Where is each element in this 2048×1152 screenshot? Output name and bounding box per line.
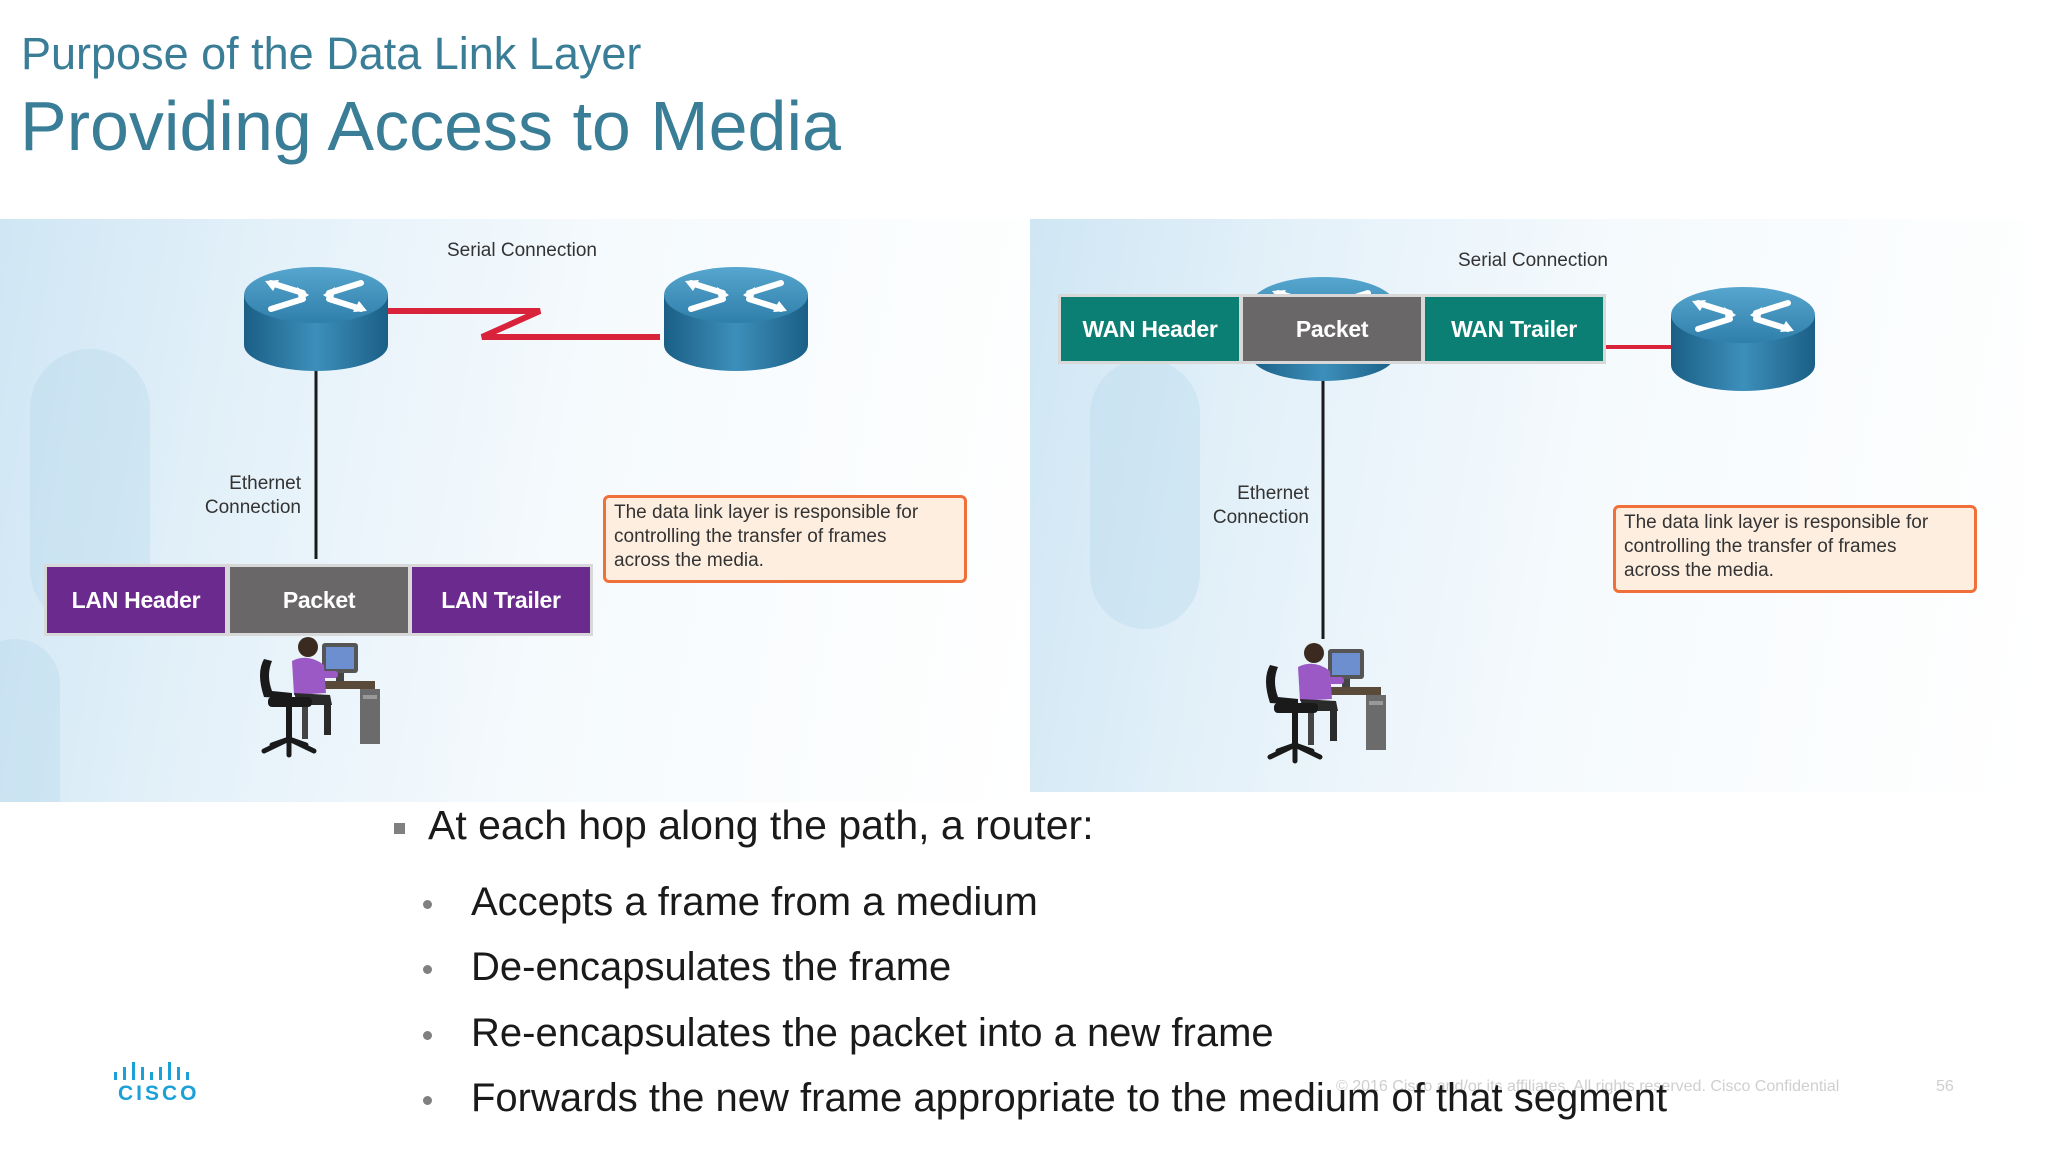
dot-bullet-icon	[423, 1096, 432, 1105]
callout-line: across the media.	[1624, 560, 1774, 581]
slide-title: Providing Access to Media	[20, 87, 841, 165]
left-links	[314, 308, 660, 559]
lan-trailer-segment: LAN Trailer	[409, 564, 593, 636]
copyright-notice: © 2016 Cisco and/or its affiliates. All …	[1336, 1078, 1840, 1095]
data-link-callout: The data link layer is responsible for c…	[603, 495, 967, 583]
callout-line: controlling the transfer of frames	[1624, 536, 1897, 557]
square-bullet-icon	[394, 823, 405, 834]
dot-bullet-icon	[423, 965, 432, 974]
ethernet-label-line1: Ethernet	[229, 473, 301, 494]
router-icon	[1668, 283, 1818, 393]
right-topology-figure: Serial Connection Ethernet Connection Th…	[1030, 219, 2025, 792]
ethernet-label-line2: Connection	[1212, 507, 1309, 528]
serial-connection-label: Serial Connection	[447, 240, 597, 261]
page-number: 56	[1936, 1078, 1954, 1095]
cisco-logo: CISCO	[110, 1060, 197, 1106]
dot-bullet-icon	[423, 900, 432, 909]
user-workstation-icon	[242, 633, 392, 763]
dot-bullet-icon	[423, 1031, 432, 1040]
callout-line: across the media.	[614, 550, 764, 571]
packet-segment: Packet	[1240, 294, 1424, 364]
bullet-item-text: Forwards the new frame appropriate to th…	[471, 1076, 1668, 1120]
user-workstation-icon	[1248, 639, 1398, 769]
callout-line: controlling the transfer of frames	[614, 526, 887, 547]
serial-connection-label: Serial Connection	[1458, 250, 1608, 271]
ethernet-label-line2: Connection	[204, 497, 301, 518]
bullet-item-text: Re-encapsulates the packet into a new fr…	[471, 1011, 1274, 1055]
router-icon	[241, 263, 391, 373]
left-topology-figure: Serial Connection Ethernet Connection Th…	[0, 219, 1027, 802]
packet-segment: Packet	[227, 564, 411, 636]
router-icon	[661, 263, 811, 373]
ethernet-label-line1: Ethernet	[1237, 483, 1309, 504]
slide-subtitle: Purpose of the Data Link Layer	[21, 28, 642, 79]
cisco-wordmark: CISCO	[118, 1082, 200, 1105]
bullet-item-text: De-encapsulates the frame	[471, 945, 952, 989]
callout-line: The data link layer is responsible for	[1624, 512, 1929, 533]
bullet-main-text: At each hop along the path, a router:	[428, 802, 1094, 848]
cisco-bars-icon	[114, 1062, 189, 1080]
bullet-item-text: Accepts a frame from a medium	[471, 880, 1038, 924]
wan-header-segment: WAN Header	[1058, 294, 1242, 364]
data-link-callout: The data link layer is responsible for c…	[1613, 505, 1977, 593]
wan-trailer-segment: WAN Trailer	[1422, 294, 1606, 364]
callout-line: The data link layer is responsible for	[614, 502, 919, 523]
lan-header-segment: LAN Header	[44, 564, 228, 636]
